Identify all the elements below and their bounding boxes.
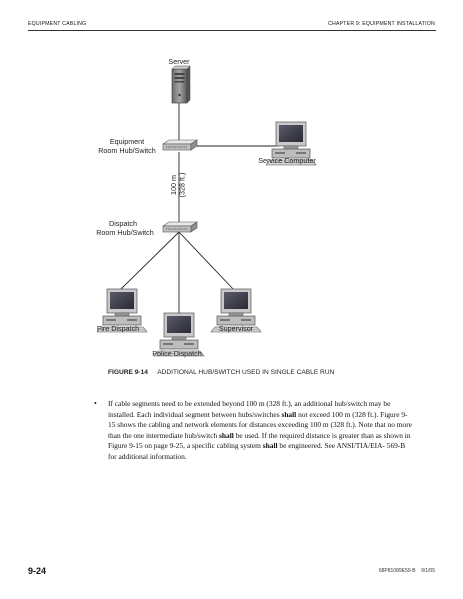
para-text-3: be used. If the required distance is gre… xyxy=(108,430,411,451)
dispatch-room-hub-icon xyxy=(162,221,198,233)
header-rule xyxy=(28,30,436,31)
equipment-hub-label-line2: Room Hub/Switch xyxy=(98,146,156,155)
para-bold-2: shall xyxy=(219,430,234,440)
figure-title: Additional Hub/Switch Used In Single Cab… xyxy=(157,369,335,376)
document-id: 68P81089E50-B 9/1/05 xyxy=(378,568,435,574)
police-dispatch-label: Police Dispatch xyxy=(152,349,202,358)
hub-supervisor-link xyxy=(178,231,235,291)
distance-label-line2: (328 ft.) xyxy=(178,173,187,198)
para-text-1: If cable segments need to be extended be… xyxy=(108,399,391,419)
para-text-2: not exceed 100 m (328 ft.). Figure 9-15 … xyxy=(108,409,412,440)
network-diagram: Server Equipment Room Hub/Switch Service… xyxy=(96,57,317,358)
server-icon xyxy=(171,65,191,104)
server-label: Server xyxy=(168,57,190,66)
bullet-marker: • xyxy=(94,399,97,408)
figure-caption: Figure 9-14 Additional Hub/Switch Used I… xyxy=(108,369,334,376)
para-text-4: be engineered. See ANSI/TIA/EIA- 569-B f… xyxy=(108,441,406,461)
body-paragraph: If cable segments need to be extended be… xyxy=(108,399,414,463)
equipment-hub-label-line1: Equipment xyxy=(110,137,144,146)
page-number: 9-24 xyxy=(28,566,47,576)
figure-number: Figure 9-14 xyxy=(108,369,148,376)
para-bold-1: shall xyxy=(281,409,297,419)
dispatch-hub-label-line1: Dispatch xyxy=(109,219,137,228)
equipment-room-hub-icon xyxy=(162,139,198,151)
distance-label-line1: 100 m xyxy=(169,175,178,195)
para-bold-3: shall xyxy=(262,441,278,451)
distance-label: 100 m (328 ft.) xyxy=(169,173,187,198)
running-header-left: Equipment Cabling xyxy=(28,21,87,27)
fire-dispatch-label: Fire Dispatch xyxy=(97,324,139,333)
service-computer-label: Service Computer xyxy=(258,156,316,165)
dispatch-hub-label-line2: Room Hub/Switch xyxy=(96,228,154,237)
supervisor-label: Supervisor xyxy=(219,324,254,333)
running-header-right: Chapter 9: Equipment Installation xyxy=(328,21,435,27)
hub-fire-link xyxy=(119,231,180,291)
